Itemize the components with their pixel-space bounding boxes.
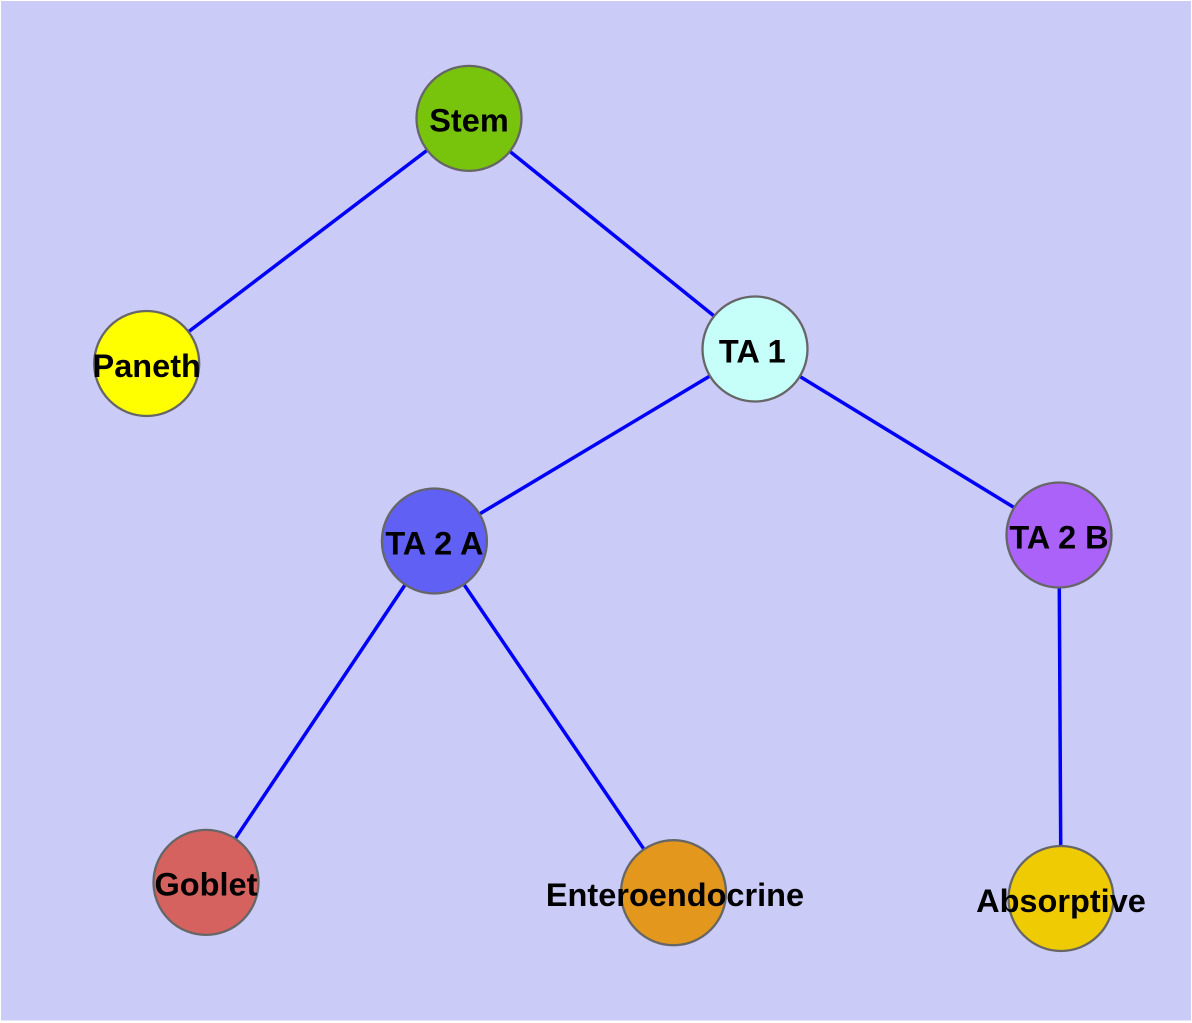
svg-text:Enteroendocrine: Enteroendocrine <box>546 877 804 913</box>
svg-text:Absorptive: Absorptive <box>976 883 1146 919</box>
svg-text:TA 2 A: TA 2 A <box>385 525 483 561</box>
svg-text:TA 2 B: TA 2 B <box>1009 519 1108 555</box>
svg-text:TA 1: TA 1 <box>719 333 786 369</box>
svg-text:Paneth: Paneth <box>93 348 201 384</box>
svg-text:Goblet: Goblet <box>155 867 258 903</box>
svg-text:Stem: Stem <box>429 103 508 139</box>
